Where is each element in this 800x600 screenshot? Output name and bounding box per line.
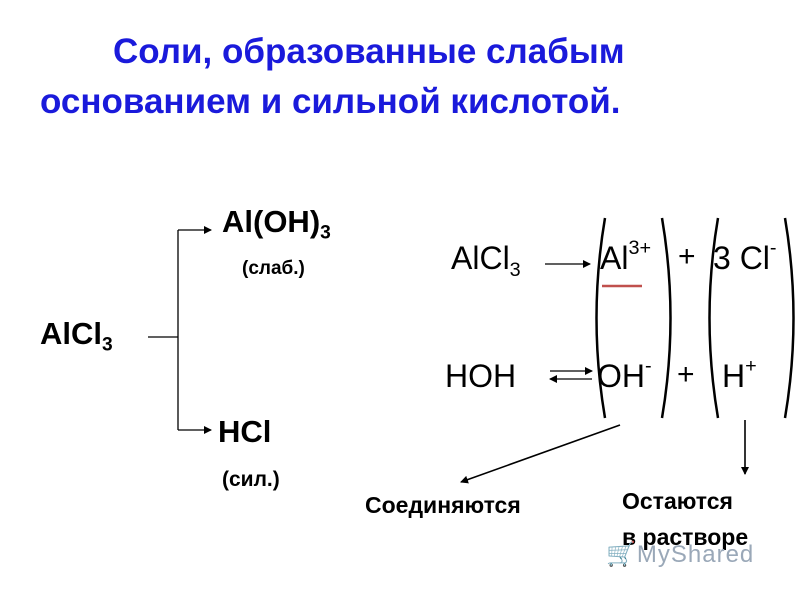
bracket-right-close [783,217,795,419]
water-formula: HOH [445,358,517,394]
anion-formula: 3 Cl- [713,237,777,276]
base-note: (слаб.) [242,258,305,279]
watermark-logo: 🛒MyShared [606,540,754,569]
bracket-right-open [708,217,720,419]
bracket-left-close [660,217,672,419]
arrow-to-combine [460,424,621,484]
remain-label-line-1: Остаются [622,488,733,514]
acid-formula: HCl [218,414,272,449]
bracket-left-open [595,217,607,419]
cation-formula: Al3+ [600,237,652,276]
proton-formula: H+ [722,355,757,394]
title-line-1: Соли, образованные слабым [113,32,625,71]
salt-formula-right: AlCl3 [451,240,521,281]
acid-note: (сил.) [222,468,280,491]
hydroxide-formula: OH- [597,355,652,394]
combine-label: Соединяются [365,492,521,518]
base-formula: Al(OH)3 [222,204,331,244]
cart-icon: 🛒 [606,541,637,568]
title-line-2: основанием и сильной кислотой. [40,82,621,121]
plus-sign-1: + [678,240,696,273]
remain-label-line-2: в растворе [622,524,749,550]
salt-formula-left: AlCl3 [40,316,113,356]
watermark-text: MyShared [636,541,755,568]
plus-sign-2: + [677,358,695,391]
